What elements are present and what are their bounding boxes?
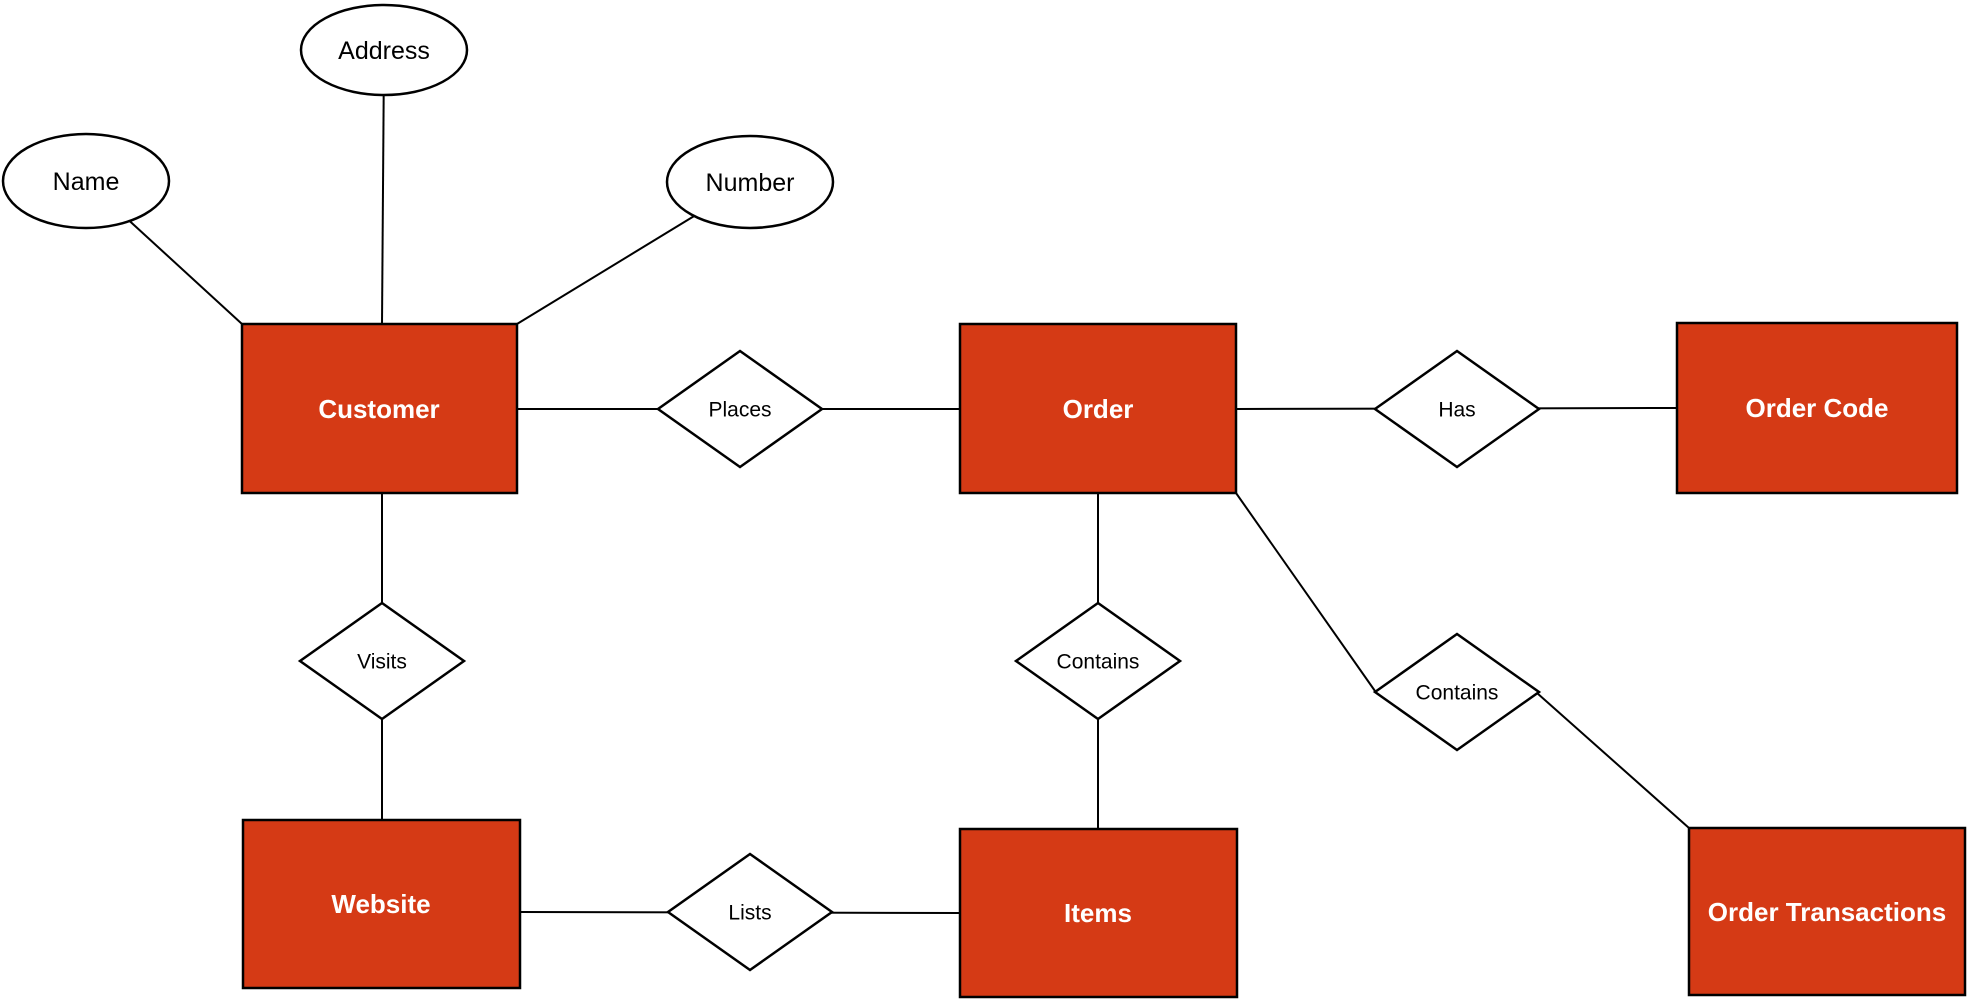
relationship-lists-diamond[interactable] (665, 852, 835, 972)
connector-contains2-ordertransactions (1536, 692, 1690, 829)
relationship-contains-items-label: Contains (1057, 650, 1140, 673)
relationship-contains-transactions-label: Contains (1416, 681, 1499, 704)
entity-customer-label: Customer (318, 394, 439, 424)
relationship-places-label: Places (708, 398, 771, 421)
attribute-name-ellipse[interactable] (1, 132, 171, 230)
relationship-has-label: Has (1438, 398, 1475, 421)
entity-order-code-box[interactable] (1675, 321, 1959, 495)
entity-order-label: Order (1063, 394, 1134, 424)
attribute-number-ellipse[interactable] (665, 134, 835, 230)
entity-items-box[interactable] (958, 827, 1239, 999)
attribute-name-label: Name (53, 168, 120, 196)
relationship-lists-label: Lists (728, 901, 771, 924)
entity-website-label: Website (331, 889, 430, 919)
relationship-places-diamond[interactable] (655, 349, 825, 469)
entity-order-transactions-box[interactable] (1687, 826, 1967, 997)
entity-customer-box[interactable] (240, 322, 519, 495)
attribute-address-ellipse[interactable] (299, 3, 469, 97)
entity-order-transactions-label: Order Transactions (1708, 897, 1946, 927)
attribute-number-label: Number (706, 169, 795, 197)
entity-order-box[interactable] (958, 322, 1238, 495)
entity-items-label: Items (1064, 898, 1132, 928)
relationship-contains-transactions-diamond[interactable] (1372, 632, 1542, 752)
attribute-address-label: Address (338, 37, 430, 65)
relationship-visits-label: Visits (357, 650, 407, 673)
relationship-visits-diamond[interactable] (297, 601, 467, 721)
entity-website-box[interactable] (241, 818, 522, 990)
connector-order-contains2 (1235, 492, 1376, 692)
connector-address-customer (381, 51, 385, 325)
relationship-contains-items-diamond[interactable] (1013, 601, 1183, 721)
entity-order-code-label: Order Code (1745, 393, 1888, 423)
relationship-has-diamond[interactable] (1372, 349, 1542, 469)
